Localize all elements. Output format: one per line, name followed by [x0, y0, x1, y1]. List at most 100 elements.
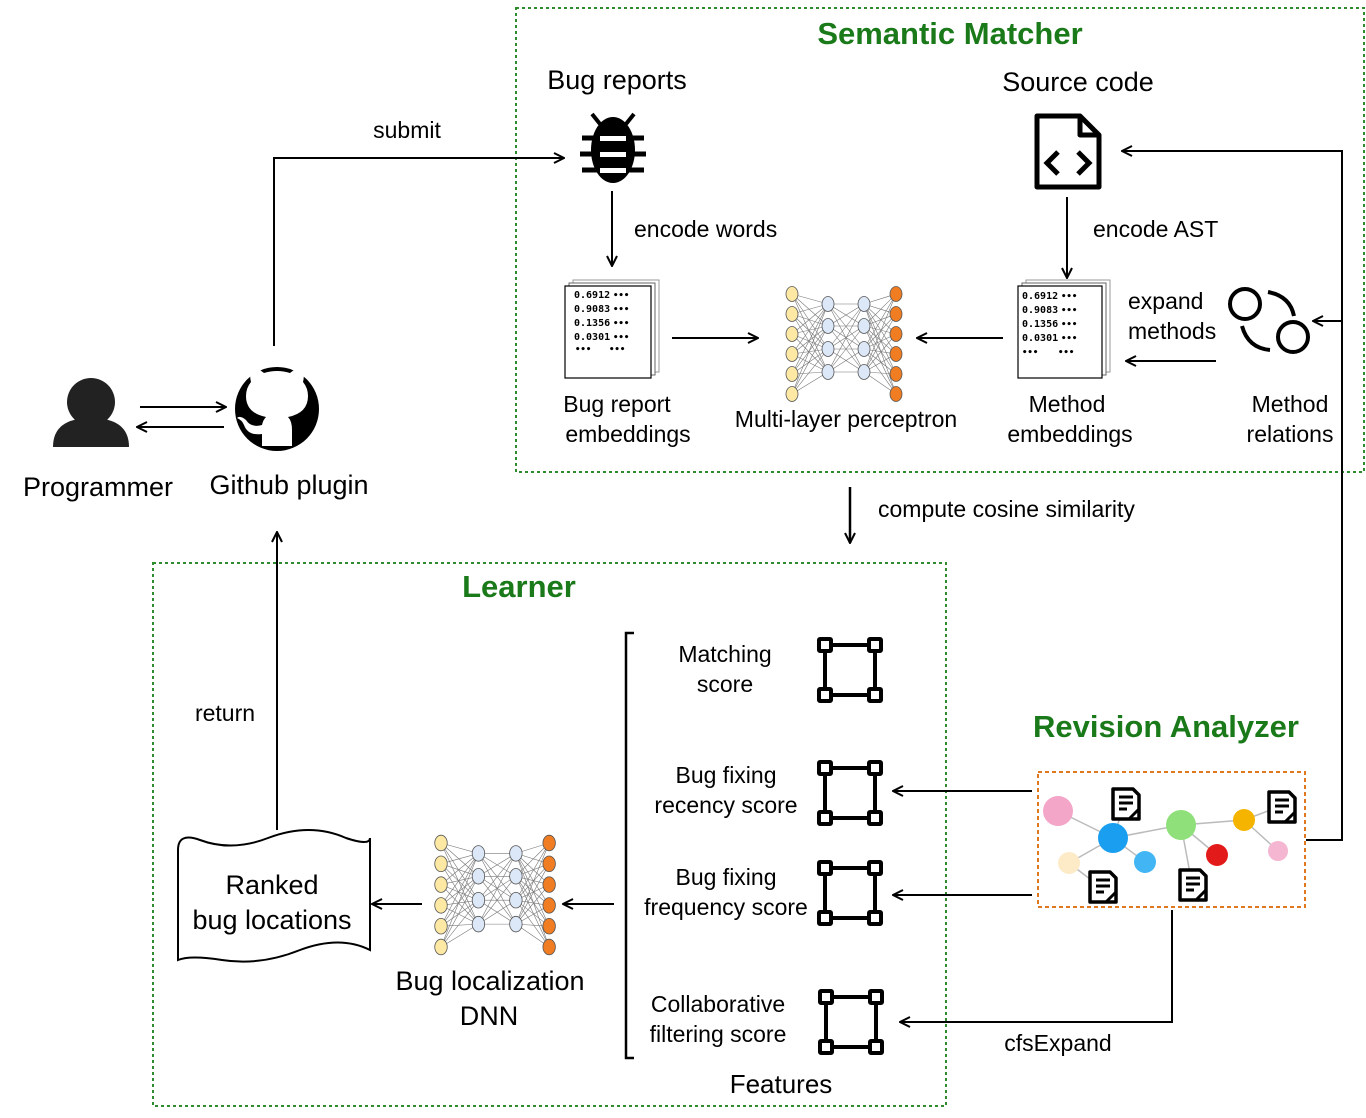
nn-edge: [791, 325, 829, 375]
nn-node: [821, 364, 835, 380]
document-icon: [1111, 787, 1141, 821]
embedding-value: 0.6912: [574, 290, 610, 301]
svg-text:•••: •••: [1061, 334, 1077, 344]
submit-label: submit: [373, 117, 441, 143]
nn-edge: [440, 905, 479, 925]
feature-recency-icon: [817, 760, 883, 826]
nn-node: [889, 366, 903, 382]
nn-edge: [515, 842, 550, 877]
nn-node: [821, 296, 835, 312]
document-icon: [1178, 868, 1208, 902]
feature-collaborative-label-1: Collaborative: [651, 991, 785, 1017]
feature-matching-label-1: Matching: [678, 641, 771, 667]
nn-edge: [440, 853, 479, 885]
method-embeddings-label-2: embeddings: [1007, 421, 1132, 447]
embedding-value: 0.0301: [1022, 333, 1058, 344]
nn-node: [509, 892, 523, 909]
graph-node: [1043, 796, 1073, 826]
nn-edge: [478, 853, 517, 877]
nn-edge: [440, 923, 479, 948]
nn-node: [471, 915, 486, 933]
nn-edge: [440, 853, 479, 927]
arrow-submit: [273, 158, 564, 346]
bug-localization-dnn-graphic: [434, 834, 556, 956]
semantic-matcher-title: Semantic Matcher: [817, 16, 1082, 51]
semantic-matcher-box: [515, 7, 1365, 473]
nn-edge: [515, 842, 550, 925]
svg-text:•••: •••: [1061, 292, 1077, 302]
feature-matching-icon: [817, 637, 883, 703]
multi-layer-perceptron-graphic: [785, 286, 903, 402]
nn-edge: [440, 853, 479, 906]
nn-edge: [515, 853, 550, 927]
bug-reports-label: Bug reports: [547, 65, 687, 95]
nn-edge: [440, 876, 479, 948]
nn-edge: [791, 348, 829, 375]
graph-node: [1233, 809, 1255, 831]
nn-edge: [791, 293, 829, 373]
nn-edge: [791, 371, 829, 395]
method-embeddings-label-1: Method: [1029, 391, 1106, 417]
nn-edge: [791, 313, 829, 373]
nn-edge: [863, 293, 897, 327]
nn-node: [785, 286, 799, 302]
feature-recency-label-2: recency score: [654, 792, 797, 818]
encode-words-label: encode words: [634, 216, 777, 242]
graph-node: [1206, 844, 1228, 866]
nn-edge: [791, 303, 829, 335]
nn-edge: [827, 325, 865, 373]
nn-edge: [478, 899, 517, 925]
nn-node: [889, 386, 903, 402]
nn-node: [471, 868, 486, 885]
svg-text:•••: •••: [1022, 348, 1038, 358]
programmer-label: Programmer: [23, 472, 173, 502]
ranked-bug-locations-shape: [177, 829, 371, 963]
code-file-icon: [1034, 113, 1102, 190]
nn-node: [542, 918, 556, 935]
nn-node: [857, 341, 871, 357]
source-code-label: Source code: [1002, 67, 1154, 97]
nn-node: [509, 868, 523, 885]
revision-analyzer-title: Revision Analyzer: [1033, 709, 1299, 744]
nn-edge: [863, 293, 897, 373]
revision-analyzer-box: [1037, 771, 1306, 908]
nn-edge: [791, 303, 829, 355]
nn-edge: [791, 303, 829, 375]
feature-frequency-icon: [817, 860, 883, 926]
cfs-expand-label: cfsExpand: [1004, 1030, 1111, 1056]
nn-edge: [515, 884, 550, 925]
nn-edge: [863, 333, 897, 373]
bug-report-embeddings-doc: 0.6912 0.9083 0.1356 0.0301 ••• ••• ••• …: [564, 279, 660, 379]
embedding-value: 0.9083: [1022, 305, 1058, 316]
nn-edge: [791, 348, 829, 395]
embedding-value: 0.9083: [574, 304, 610, 315]
nn-node: [889, 346, 903, 362]
svg-text:•••: •••: [1061, 306, 1077, 316]
document-icon: [1267, 790, 1297, 824]
nn-edge: [827, 303, 865, 350]
nn-edge: [478, 853, 517, 925]
arrow-cfs-expand: [900, 910, 1173, 1022]
nn-edge: [440, 899, 479, 927]
nn-node: [821, 341, 835, 357]
nn-edge: [827, 303, 865, 373]
nn-edge: [863, 303, 897, 355]
bug-icon: [580, 112, 646, 183]
nn-edge: [791, 325, 829, 395]
nn-edge: [863, 325, 897, 375]
nn-edge: [440, 853, 479, 948]
github-plugin-label: Github plugin: [209, 470, 368, 500]
nn-node: [889, 326, 903, 342]
nn-edge: [515, 842, 550, 901]
method-relations-icon: [1228, 287, 1310, 354]
nn-node: [434, 876, 448, 893]
nn-node: [434, 897, 448, 914]
embedding-value: 0.6912: [1022, 291, 1058, 302]
bug-localization-dnn-label-1: Bug localization: [395, 966, 584, 996]
nn-edge: [863, 325, 897, 355]
nn-edge: [791, 353, 829, 373]
bug-report-embeddings-label-2: embeddings: [565, 421, 690, 447]
graph-node: [1166, 810, 1196, 840]
nn-node: [785, 346, 799, 362]
